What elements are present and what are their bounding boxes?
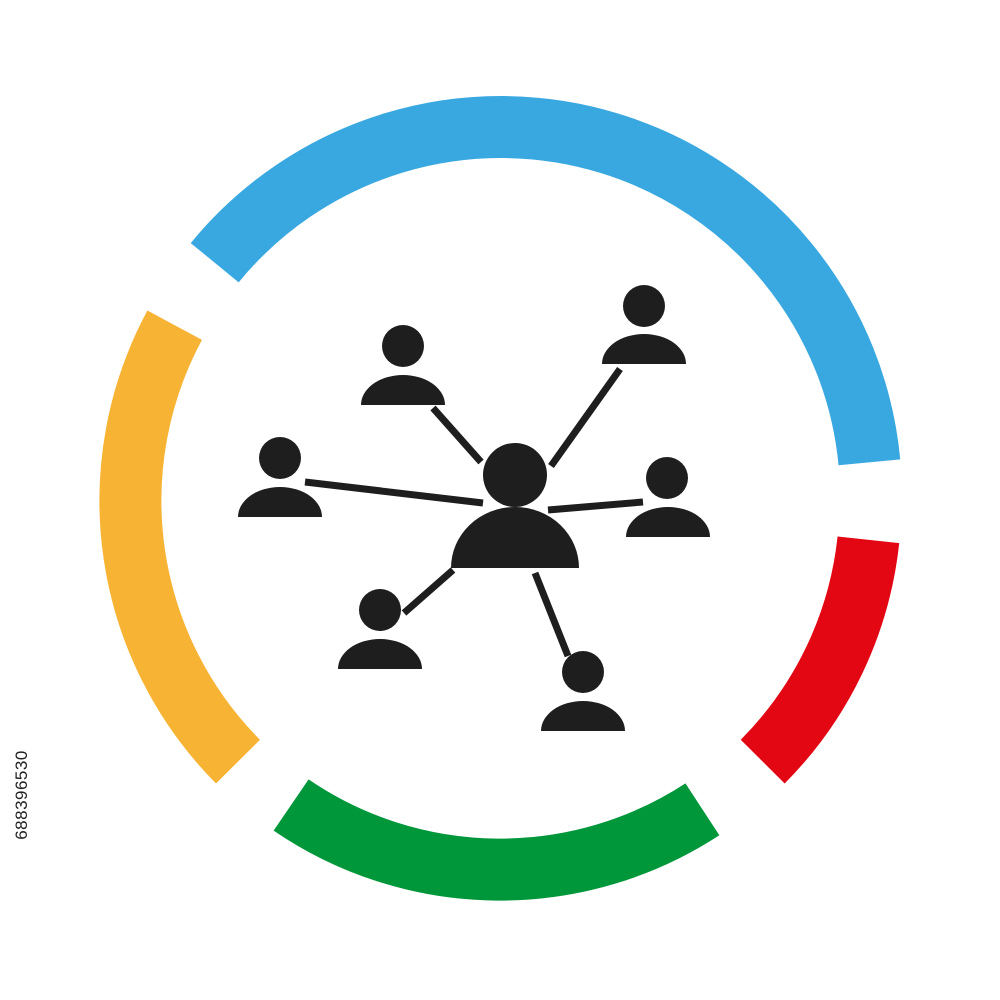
person-icon (361, 325, 445, 405)
person-icon (238, 437, 322, 517)
person-icon (338, 589, 422, 669)
hub-person-icon (451, 443, 579, 568)
image-id-label: 688396530 (12, 750, 31, 840)
connector-line (401, 567, 456, 616)
connector-line (531, 571, 572, 658)
connector-line (304, 478, 484, 507)
connector-line (547, 498, 644, 514)
people-nodes (238, 285, 710, 731)
connector-line (430, 405, 484, 465)
ring-arc-red (740, 536, 900, 784)
image-id-label-wrap: 688396530 (6, 630, 38, 960)
connector-line (548, 366, 623, 469)
connector-lines (304, 366, 644, 658)
segmented-ring (99, 96, 901, 901)
ring-arc-green (273, 779, 720, 901)
person-icon (626, 457, 710, 537)
person-icon (541, 651, 625, 731)
ring-arc-yellow (99, 310, 261, 784)
ring-arc-blue (190, 96, 901, 466)
person-icon (602, 285, 686, 364)
